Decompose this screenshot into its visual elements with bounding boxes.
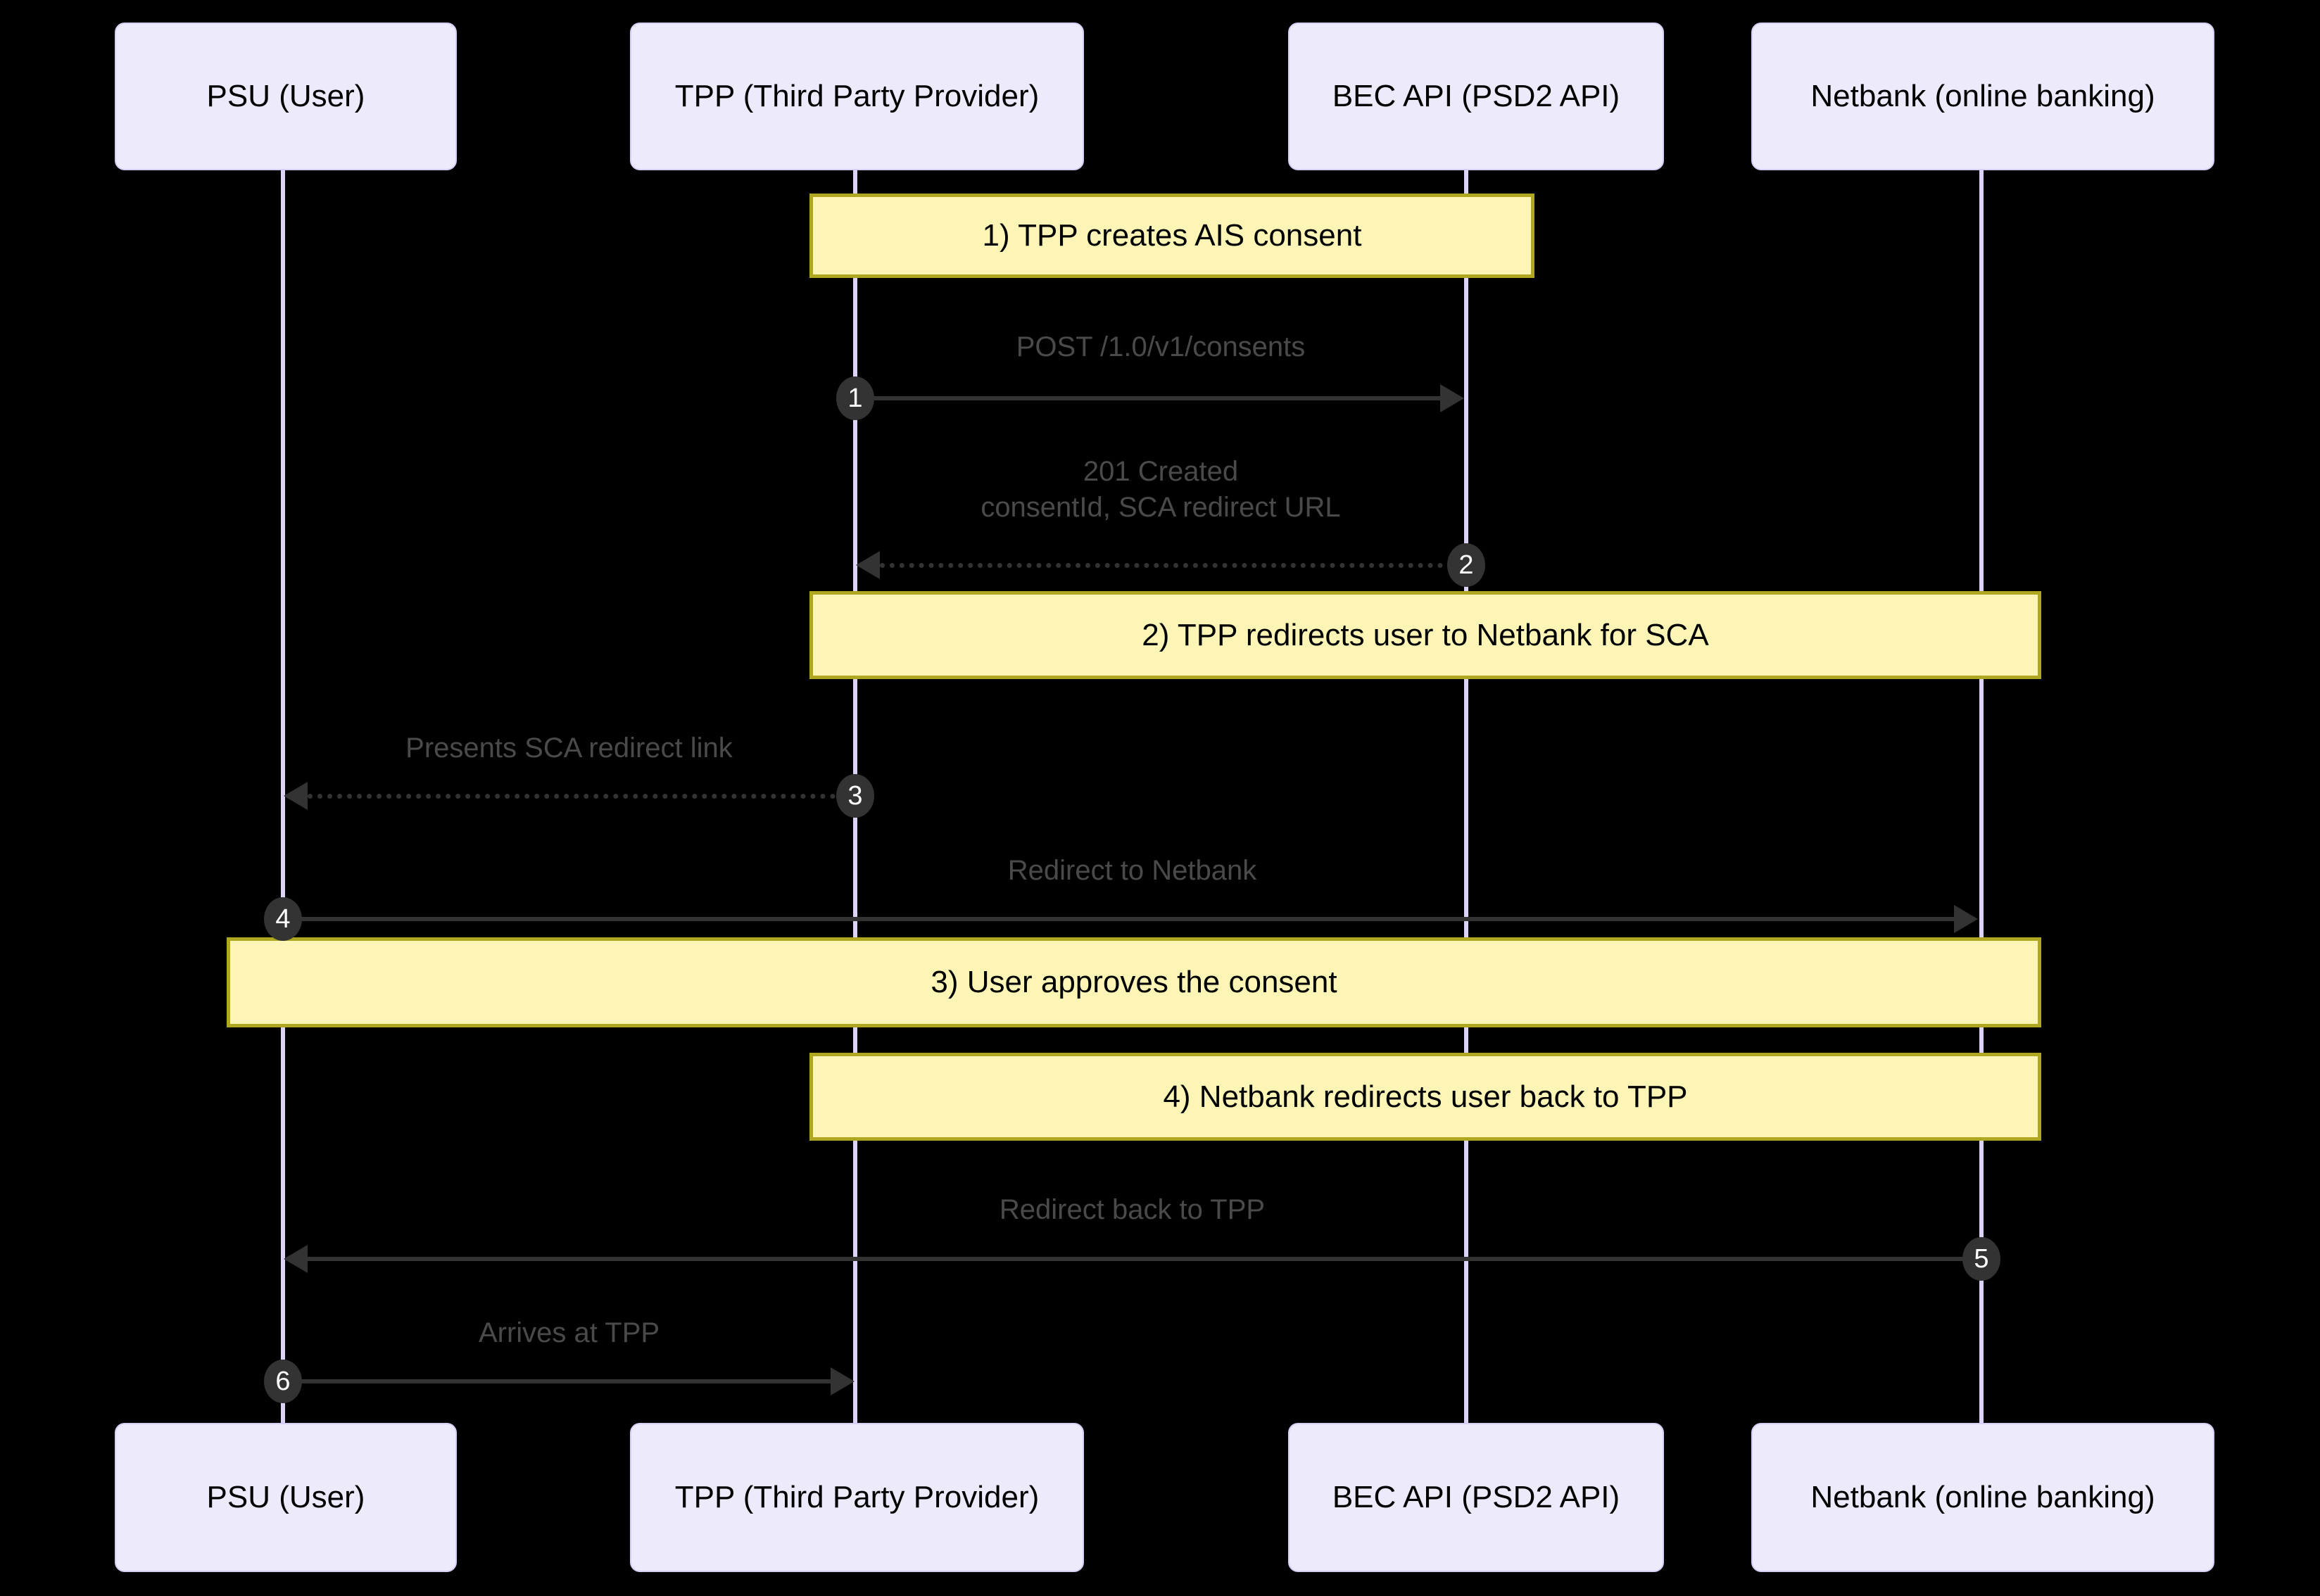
- message-4-line: [283, 917, 1955, 921]
- message-2-seq-number: 2: [1447, 543, 1485, 587]
- message-6-arrowhead: [831, 1367, 855, 1395]
- participant-psu-bottom-label: PSU (User): [206, 1479, 365, 1514]
- participant-netbank-top[interactable]: Netbank (online banking): [1751, 23, 2214, 170]
- message-1-label: POST /1.0/v1/consents: [1016, 331, 1306, 362]
- participant-netbank-bottom[interactable]: Netbank (online banking): [1751, 1423, 2214, 1572]
- note-4-label: 4) Netbank redirects user back to TPP: [1163, 1079, 1688, 1114]
- participant-bec-top-label: BEC API (PSD2 API): [1332, 78, 1620, 113]
- message-1-arrowhead: [1440, 384, 1464, 412]
- message-4-label: Redirect to Netbank: [1007, 855, 1257, 886]
- message-2-label: 201 Created consentId, SCA redirect URL: [981, 456, 1341, 524]
- lifeline-bec: [1464, 170, 1468, 1423]
- message-3-arrowhead: [284, 782, 308, 810]
- message-1-seq-number: 1: [836, 376, 874, 420]
- message-4-arrowhead: [1954, 905, 1978, 933]
- message-3-label: Presents SCA redirect link: [405, 733, 733, 764]
- message-5-label: Redirect back to TPP: [999, 1194, 1266, 1225]
- participant-tpp-top-label: TPP (Third Party Provider): [674, 78, 1040, 113]
- participant-netbank-bottom-label: Netbank (online banking): [1810, 1479, 2155, 1514]
- note-tpp-redirects-user-to-netbank-for-sca: 2) TPP redirects user to Netbank for SCA: [809, 591, 2041, 679]
- participant-bec-bottom[interactable]: BEC API (PSD2 API): [1288, 1423, 1664, 1572]
- message-1-line: [855, 396, 1442, 400]
- message-5-line: [308, 1257, 1981, 1261]
- message-6-seq-number: 6: [264, 1360, 302, 1403]
- note-tpp-creates-ais-consent: 1) TPP creates AIS consent: [809, 194, 1534, 278]
- lifeline-netbank: [1979, 170, 1984, 1423]
- note-1-label: 1) TPP creates AIS consent: [982, 218, 1362, 253]
- message-3-seq-number: 3: [836, 774, 874, 818]
- participant-netbank-top-label: Netbank (online banking): [1810, 78, 2155, 113]
- message-5-arrowhead: [284, 1245, 308, 1273]
- participant-bec-bottom-label: BEC API (PSD2 API): [1332, 1479, 1620, 1514]
- note-3-label: 3) User approves the consent: [931, 965, 1337, 999]
- message-3-line: [308, 794, 836, 799]
- participant-psu-bottom[interactable]: PSU (User): [115, 1423, 457, 1572]
- note-netbank-redirects-user-back-to-tpp: 4) Netbank redirects user back to TPP: [809, 1053, 2041, 1141]
- note-user-approves-the-consent: 3) User approves the consent: [227, 937, 2041, 1027]
- participant-psu-top-label: PSU (User): [206, 78, 365, 113]
- lifeline-psu: [281, 170, 285, 1423]
- message-5-seq-number: 5: [1962, 1237, 2000, 1281]
- participant-psu-top[interactable]: PSU (User): [115, 23, 457, 170]
- message-2-line: [880, 563, 1443, 568]
- participant-bec-top[interactable]: BEC API (PSD2 API): [1288, 23, 1664, 170]
- participant-tpp-bottom[interactable]: TPP (Third Party Provider): [630, 1423, 1084, 1572]
- message-4-seq-number: 4: [264, 897, 302, 941]
- message-6-label: Arrives at TPP: [478, 1317, 660, 1348]
- participant-tpp-top[interactable]: TPP (Third Party Provider): [630, 23, 1084, 170]
- participant-tpp-bottom-label: TPP (Third Party Provider): [674, 1479, 1040, 1514]
- message-2-arrowhead: [856, 551, 880, 579]
- message-6-line: [283, 1379, 832, 1383]
- note-2-label: 2) TPP redirects user to Netbank for SCA: [1142, 617, 1709, 652]
